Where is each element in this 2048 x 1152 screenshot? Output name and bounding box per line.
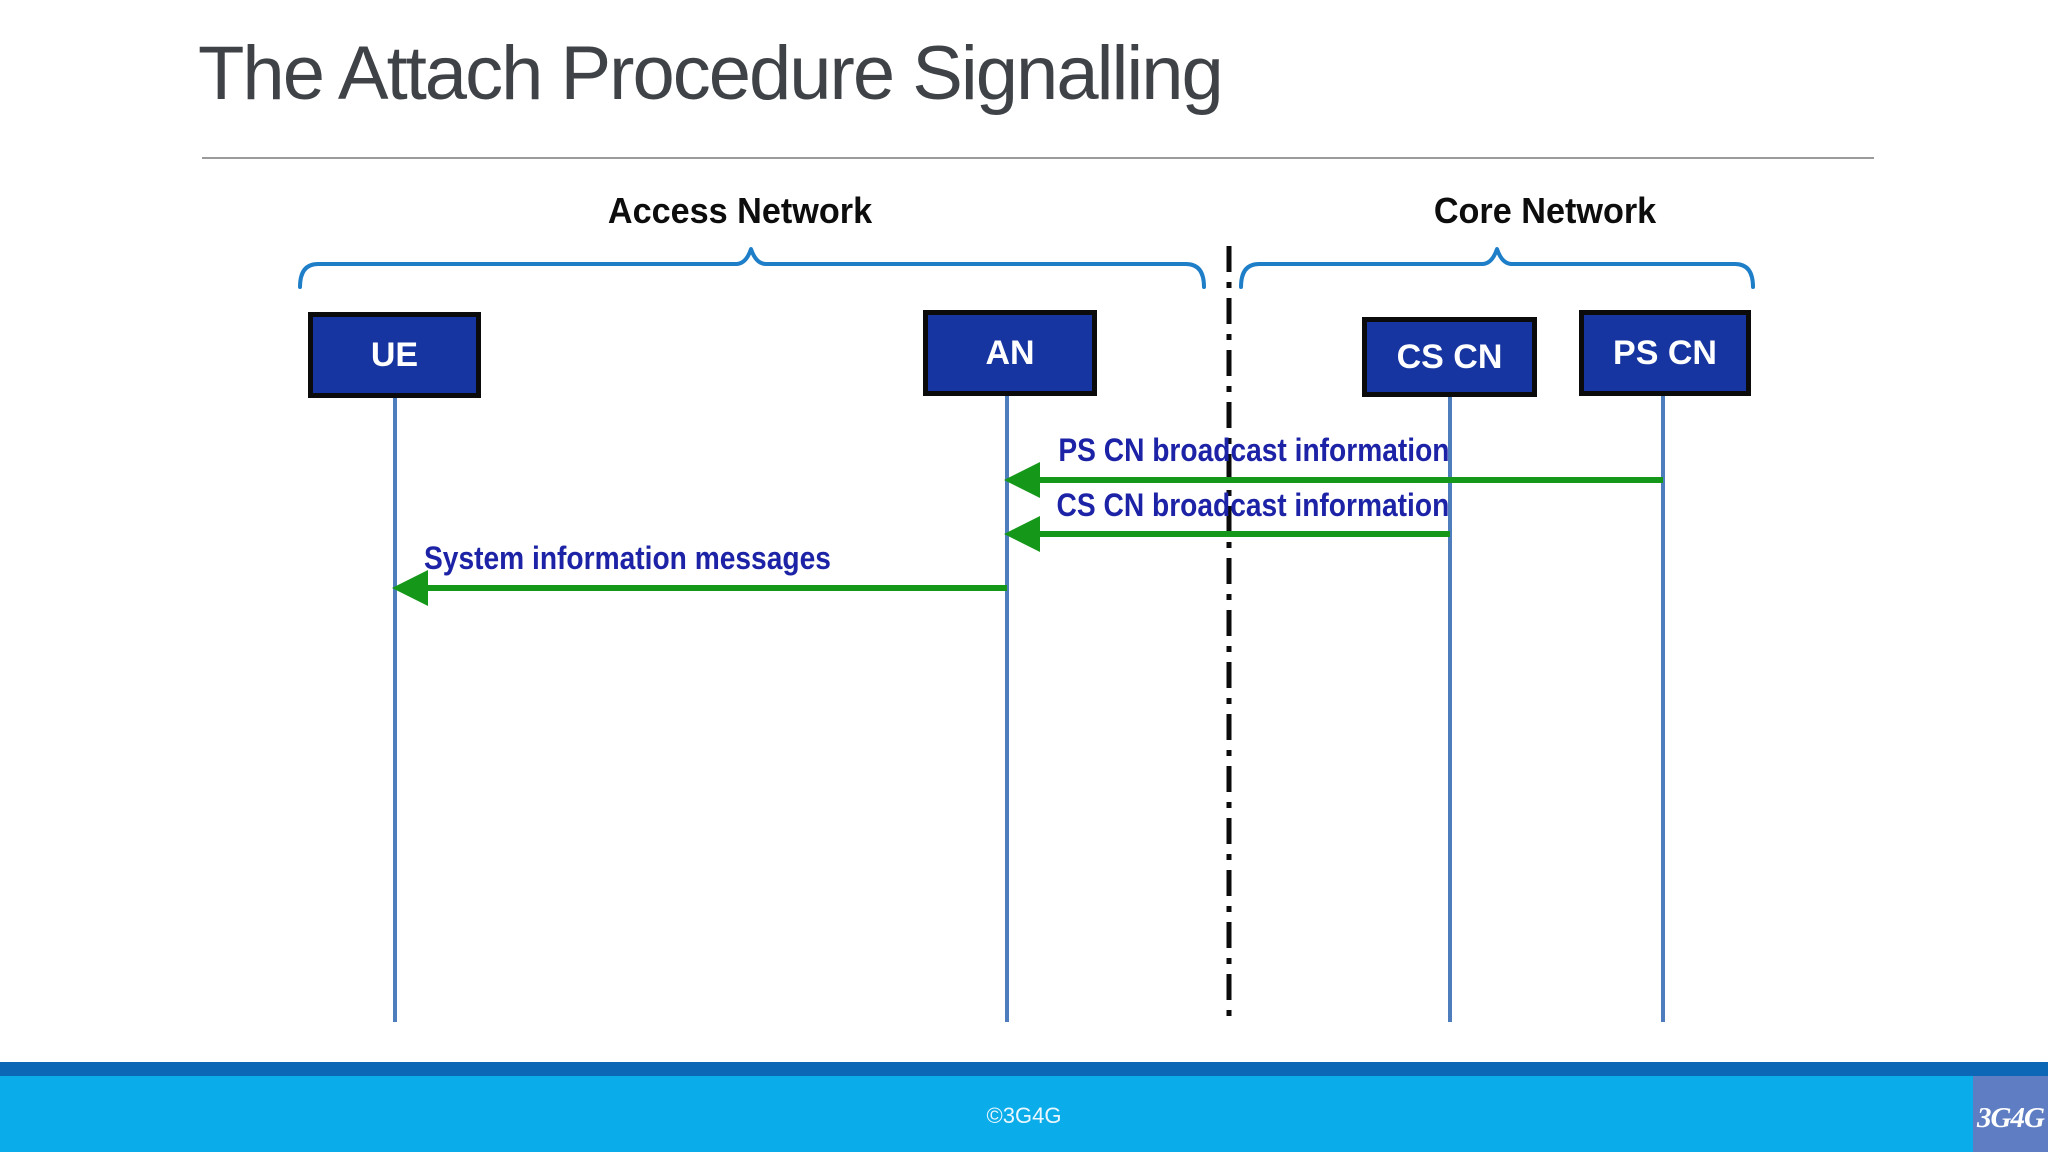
brand-logo: 3G4G [1973, 1076, 2048, 1152]
arrow-ps-cn-broadcast [1004, 462, 1663, 498]
entity-box-an: AN [923, 310, 1097, 396]
footer-bar: ©3G4G [0, 1076, 2048, 1152]
message-label-system-information: System information messages [424, 540, 831, 576]
arrow-system-information [392, 570, 1007, 606]
message-label-ps-cn-broadcast: PS CN broadcast information [1057, 432, 1449, 468]
access-network-brace [298, 247, 1206, 289]
arrowhead-left-icon [392, 570, 428, 606]
arrowhead-left-icon [1004, 462, 1040, 498]
entity-box-ue: UE [308, 312, 481, 398]
entity-box-ps-cn: PS CN [1579, 310, 1751, 396]
arrowhead-left-icon [1004, 516, 1040, 552]
brand-logo-text: 3G4G [1977, 1101, 2045, 1134]
group-label-access-network: Access Network [607, 190, 873, 231]
core-network-brace [1239, 247, 1755, 289]
title-divider [202, 157, 1874, 159]
group-label-core-network: Core Network [1433, 190, 1657, 231]
footer-accent-bar [0, 1062, 2048, 1076]
copyright-text: ©3G4G [986, 1103, 1062, 1128]
entity-box-cs-cn: CS CN [1362, 317, 1537, 397]
page-title: The Attach Procedure Signalling [198, 31, 1224, 116]
arrow-cs-cn-broadcast [1004, 516, 1450, 552]
message-label-cs-cn-broadcast: CS CN broadcast information [1056, 487, 1449, 523]
